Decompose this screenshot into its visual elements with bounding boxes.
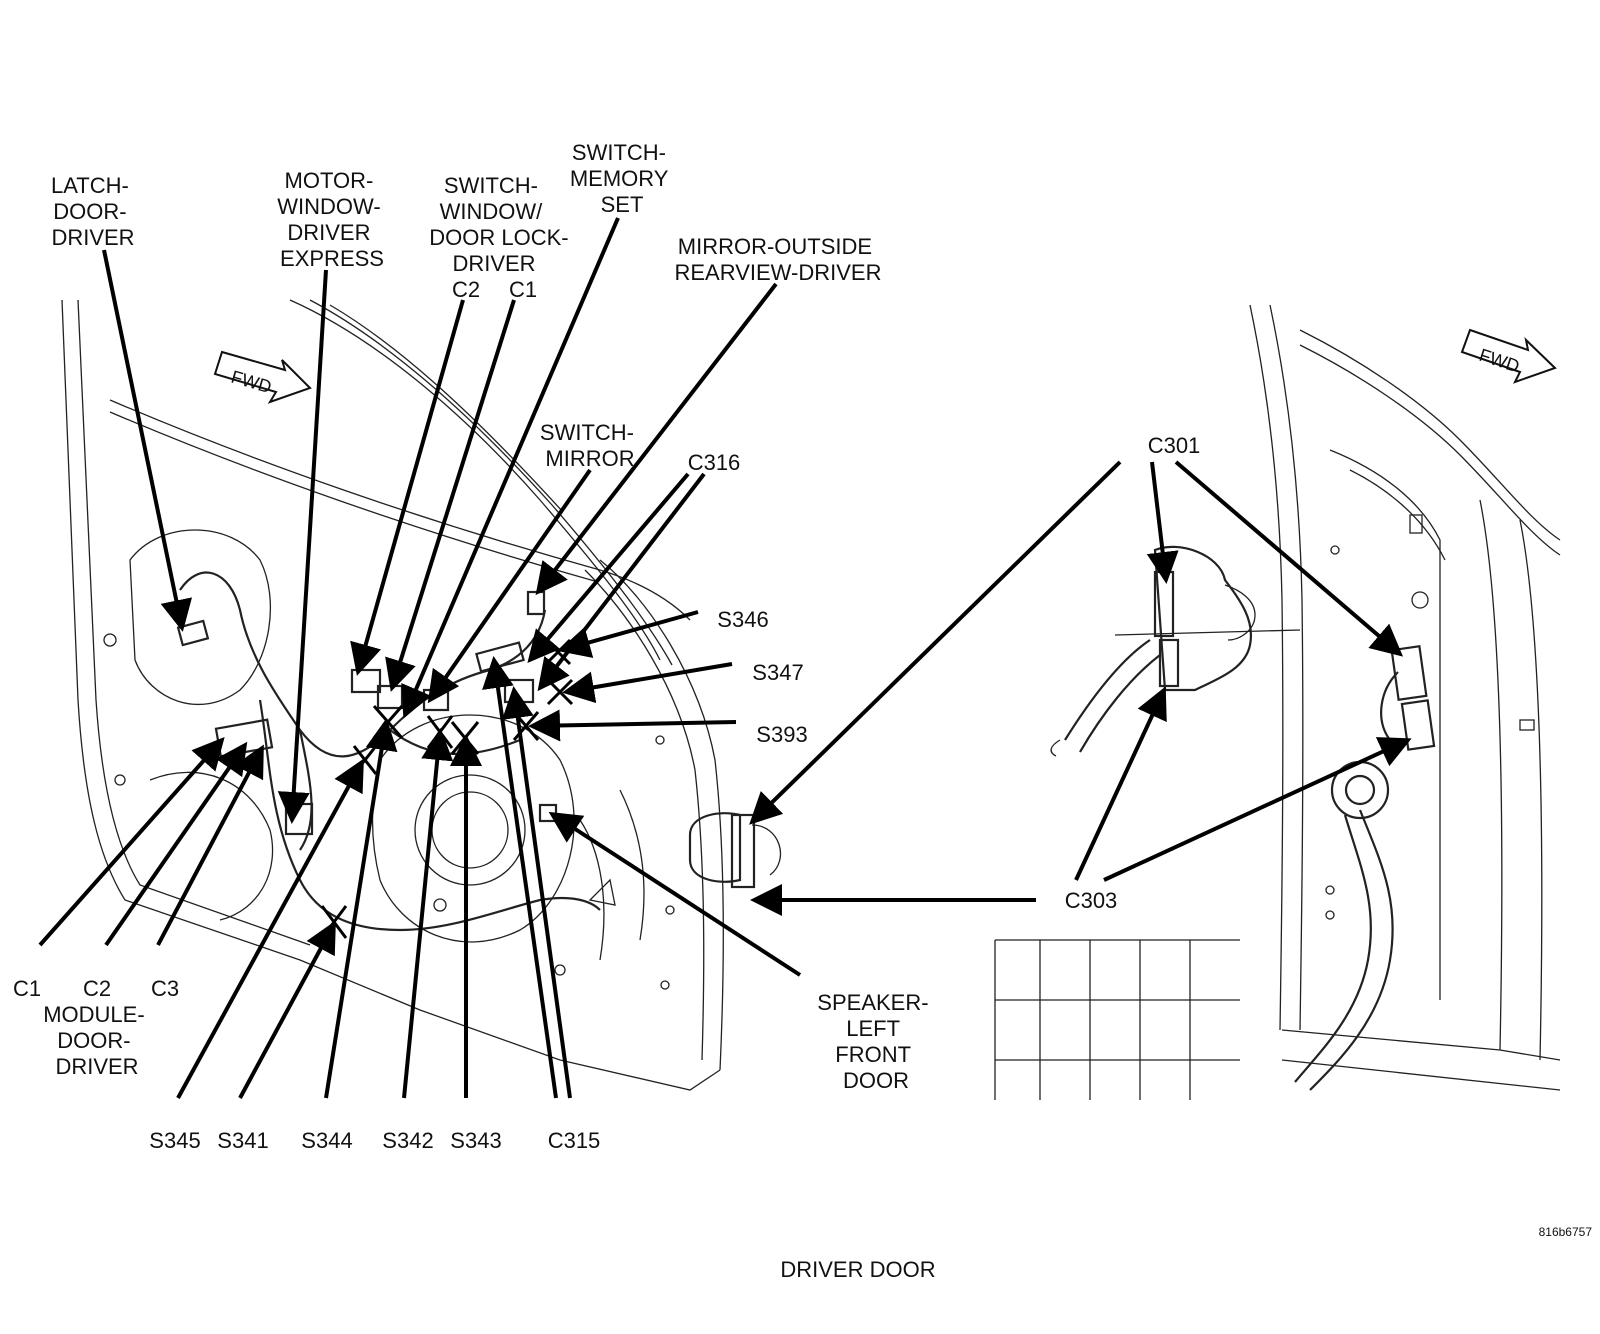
label-s341: S341 [217,1128,268,1153]
label-switch-window-c2: C2 [452,277,480,302]
label-switch-mirror: SWITCH- MIRROR [540,420,640,471]
leader-latch-door-driver [102,249,193,632]
leader-c301-b [1146,461,1179,584]
leader-s393 [528,709,737,742]
label-s343: S343 [450,1128,501,1153]
door-panel-sketch [61,299,782,1091]
leader-module-c1 [38,737,225,947]
leader-switch-mirror [427,468,592,704]
leader-module-c3 [156,744,264,946]
label-c301: C301 [1148,433,1201,458]
leader-speaker [548,811,802,977]
label-s346: S346 [717,607,768,632]
leader-s342 [402,728,454,1099]
leader-lines [38,217,1412,1099]
label-switch-memory-set: SWITCH- MEMORY SET [570,140,674,217]
leader-c316-a [527,472,690,664]
leader-mirror-outside [535,282,778,596]
label-c315: C315 [548,1128,601,1153]
label-module-c3: C3 [151,976,179,1001]
label-module-door-driver: MODULE- DOOR- DRIVER [43,1002,151,1079]
label-s345: S345 [149,1128,200,1153]
leader-c303-c [1103,737,1412,882]
leader-s346 [558,610,699,658]
leader-switch-window-c1 [385,299,516,692]
label-c316: C316 [688,450,741,475]
label-motor-window-driver-express: MOTOR- WINDOW- DRIVER EXPRESS [277,168,387,271]
leader-switch-window-c2 [350,299,465,676]
label-latch-door-driver: LATCH- DOOR- DRIVER [51,173,135,250]
label-c303: C303 [1065,888,1118,913]
label-s344: S344 [301,1128,352,1153]
label-mirror-outside-rearview-driver: MIRROR-OUTSIDE REARVIEW-DRIVER [674,234,881,285]
leader-c301-c [1174,460,1404,657]
leader-s341 [238,920,336,1099]
leader-s347 [562,662,733,704]
leader-motor-window [277,269,328,824]
label-switch-window-c1: C1 [509,277,537,302]
label-s342: S342 [382,1128,433,1153]
label-switch-window-door-lock-driver: SWITCH- WINDOW/ DOOR LOCK- DRIVER [429,173,574,276]
label-s347: S347 [752,660,803,685]
label-module-c1: C1 [13,976,41,1001]
leader-c315-a [482,656,558,1099]
label-s393: S393 [756,722,807,747]
leader-s344 [324,718,398,1099]
door-edge-sketch [1249,304,1561,1091]
leader-module-c2 [104,741,248,947]
leader-switch-memory-set [401,217,620,719]
figure-id: 816b6757 [1539,1225,1593,1239]
leader-c315-b [501,686,572,1099]
leader-c303-b [1074,686,1167,881]
label-speaker-left-front-door: SPEAKER- LEFT FRONT DOOR [817,990,934,1093]
component-labels: LATCH- DOOR- DRIVER MOTOR- WINDOW- DRIVE… [13,140,1592,1282]
leader-c301-a [749,460,1122,825]
diagram-caption: DRIVER DOOR [780,1257,935,1282]
leader-s345 [176,758,364,1099]
label-module-c2: C2 [83,976,111,1001]
